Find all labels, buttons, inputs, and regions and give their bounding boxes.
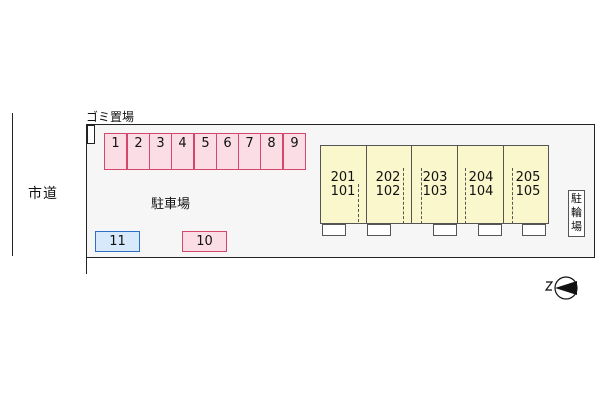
garbage-area [87,125,95,144]
parking-space-number: 5 [201,136,210,151]
parking-space: 8 [260,133,283,170]
parking-space-number: 6 [223,136,232,151]
upper-unit-number: 201 [330,170,356,185]
parking-space-number: 7 [245,136,254,151]
parking-space-number: 8 [267,136,276,151]
lower-unit-number: 103 [422,184,448,199]
stair-line [403,168,404,224]
unit-divider [457,145,458,224]
parking-space-10: 10 [182,231,227,252]
public-road-edge [12,113,13,256]
upper-unit-number: 205 [515,170,541,185]
parking-space-number: 10 [196,234,213,249]
parking-space: 6 [216,133,239,170]
entrance-step [478,224,502,236]
lower-unit-number: 101 [330,184,356,199]
parking-space-number: 2 [134,136,143,151]
bicycle-parking-char: 輪 [571,206,582,219]
parking-space: 9 [283,133,306,170]
stair-line [358,184,359,222]
entrance-step [522,224,546,236]
parking-lot-label: 駐車場 [151,197,191,212]
lower-unit-number: 104 [468,184,494,199]
north-arrow-icon [544,276,578,300]
entrance-step [433,224,457,236]
unit-divider [503,145,504,224]
parking-space: 2 [127,133,150,170]
upper-unit-number: 204 [468,170,494,185]
stair-line [465,168,466,224]
entrance-step [322,224,346,236]
parking-space: 1 [104,133,127,170]
parking-space: 5 [194,133,217,170]
stair-line [421,168,422,224]
parking-space: 7 [238,133,261,170]
unit-divider [411,145,412,224]
parking-space-number: 3 [156,136,165,151]
parking-space-number: 9 [290,136,299,151]
site-boundary-extension [86,258,87,274]
parking-space: 3 [149,133,172,170]
bicycle-parking-char: 駐 [571,192,582,205]
lower-unit-number: 102 [375,184,401,199]
upper-unit-number: 202 [375,170,401,185]
parking-space: 4 [171,133,194,170]
garbage-area-label: ゴミ置場 [86,110,135,124]
upper-unit-number: 203 [422,170,448,185]
parking-space-11: 11 [95,231,140,252]
parking-space-number: 1 [111,136,120,151]
parking-space-number: 4 [178,136,187,151]
stair-line [512,168,513,224]
bicycle-parking: 駐 輪 場 [568,190,585,237]
bicycle-parking-char: 場 [571,220,582,233]
road-label: 市道 [28,186,58,202]
entrance-step [367,224,391,236]
unit-divider [366,145,367,224]
lower-unit-number: 105 [515,184,541,199]
parking-space-number: 11 [109,234,126,249]
